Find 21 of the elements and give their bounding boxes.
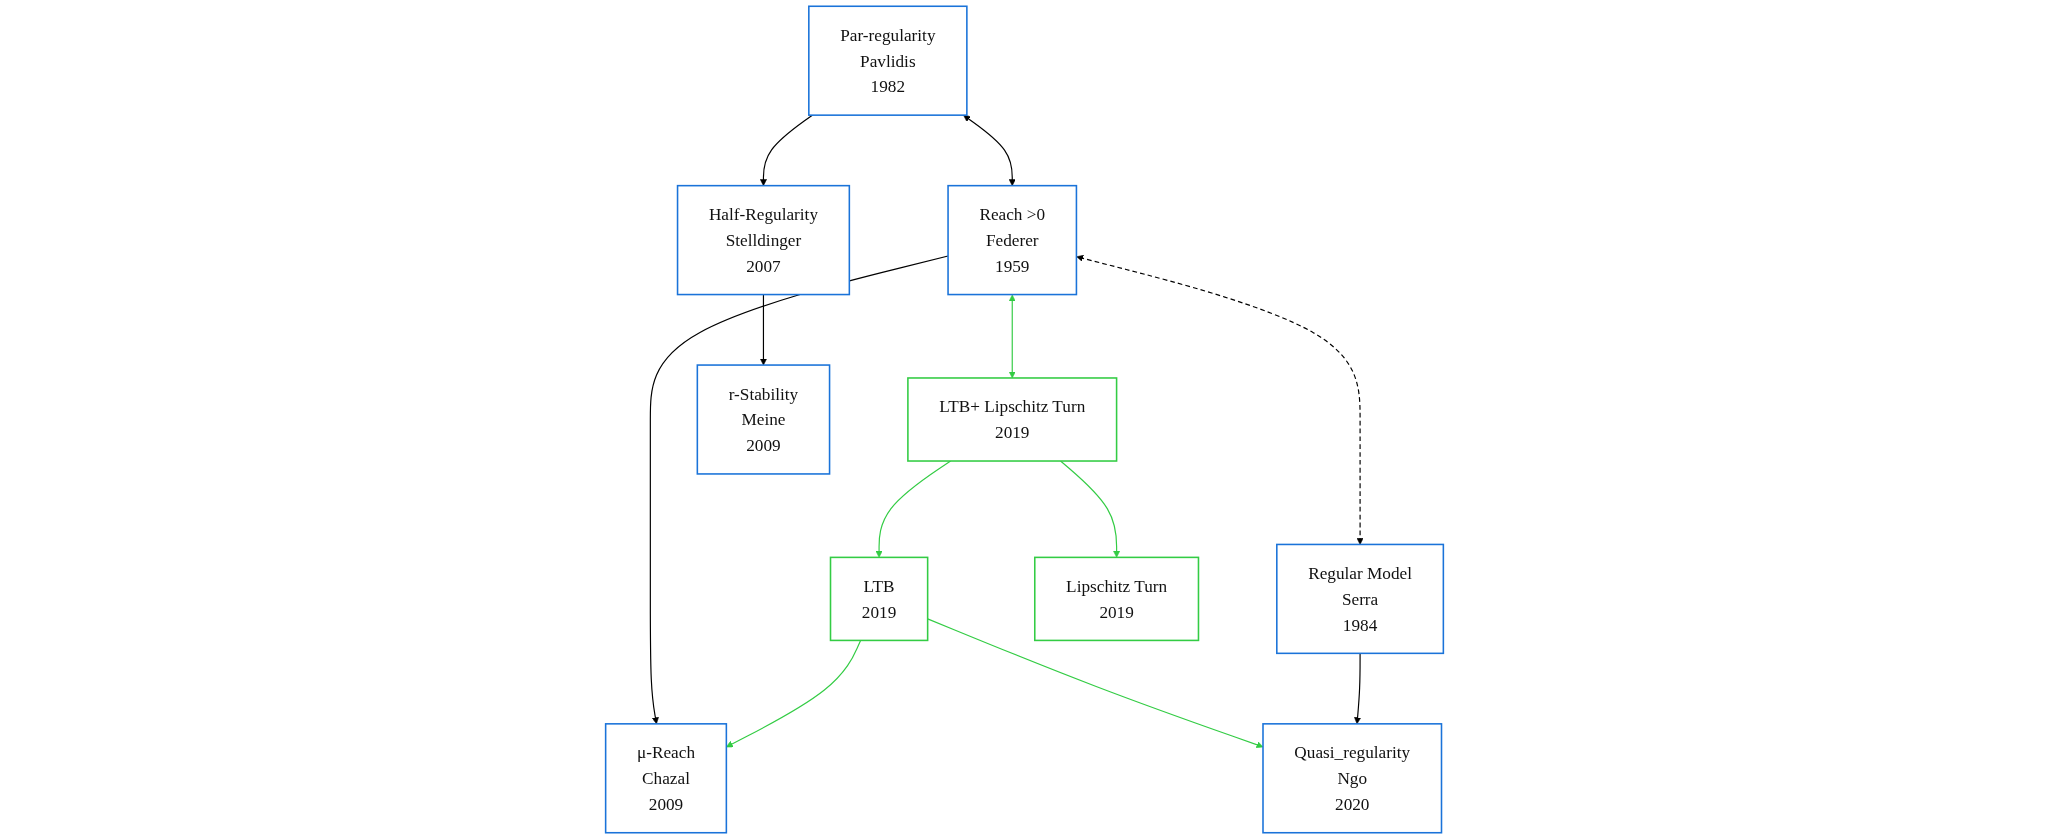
arrow <box>963 115 1016 186</box>
node-box: Quasi_regularity Ngo 2020 <box>1262 723 1443 834</box>
arrow <box>760 293 767 366</box>
node-box: Reach >0 Federer 1959 <box>947 184 1078 296</box>
node-box: r-Stability Meine 2009 <box>696 364 831 475</box>
arrow <box>1076 254 1364 545</box>
arrow <box>649 255 949 725</box>
node-box: LTB+ Lipschitz Turn 2019 <box>907 377 1118 462</box>
arrow <box>1059 460 1121 558</box>
node-box: LTB 2019 <box>829 556 929 642</box>
arrow <box>875 460 952 558</box>
arrow <box>1354 652 1361 725</box>
node-box: Par-regularity Pavlidis 1982 <box>808 5 968 116</box>
arrow <box>927 618 1264 749</box>
node-box: Regular Model Serra 1984 <box>1276 543 1445 655</box>
arrow <box>726 639 862 748</box>
arrow <box>760 114 813 186</box>
arrow <box>1008 294 1016 379</box>
node-box: Half-Regularity Stelldinger 2007 <box>676 184 851 296</box>
node-box: Lipschitz Turn 2019 <box>1034 556 1200 642</box>
node-box: μ-Reach Chazal 2009 <box>604 723 728 834</box>
